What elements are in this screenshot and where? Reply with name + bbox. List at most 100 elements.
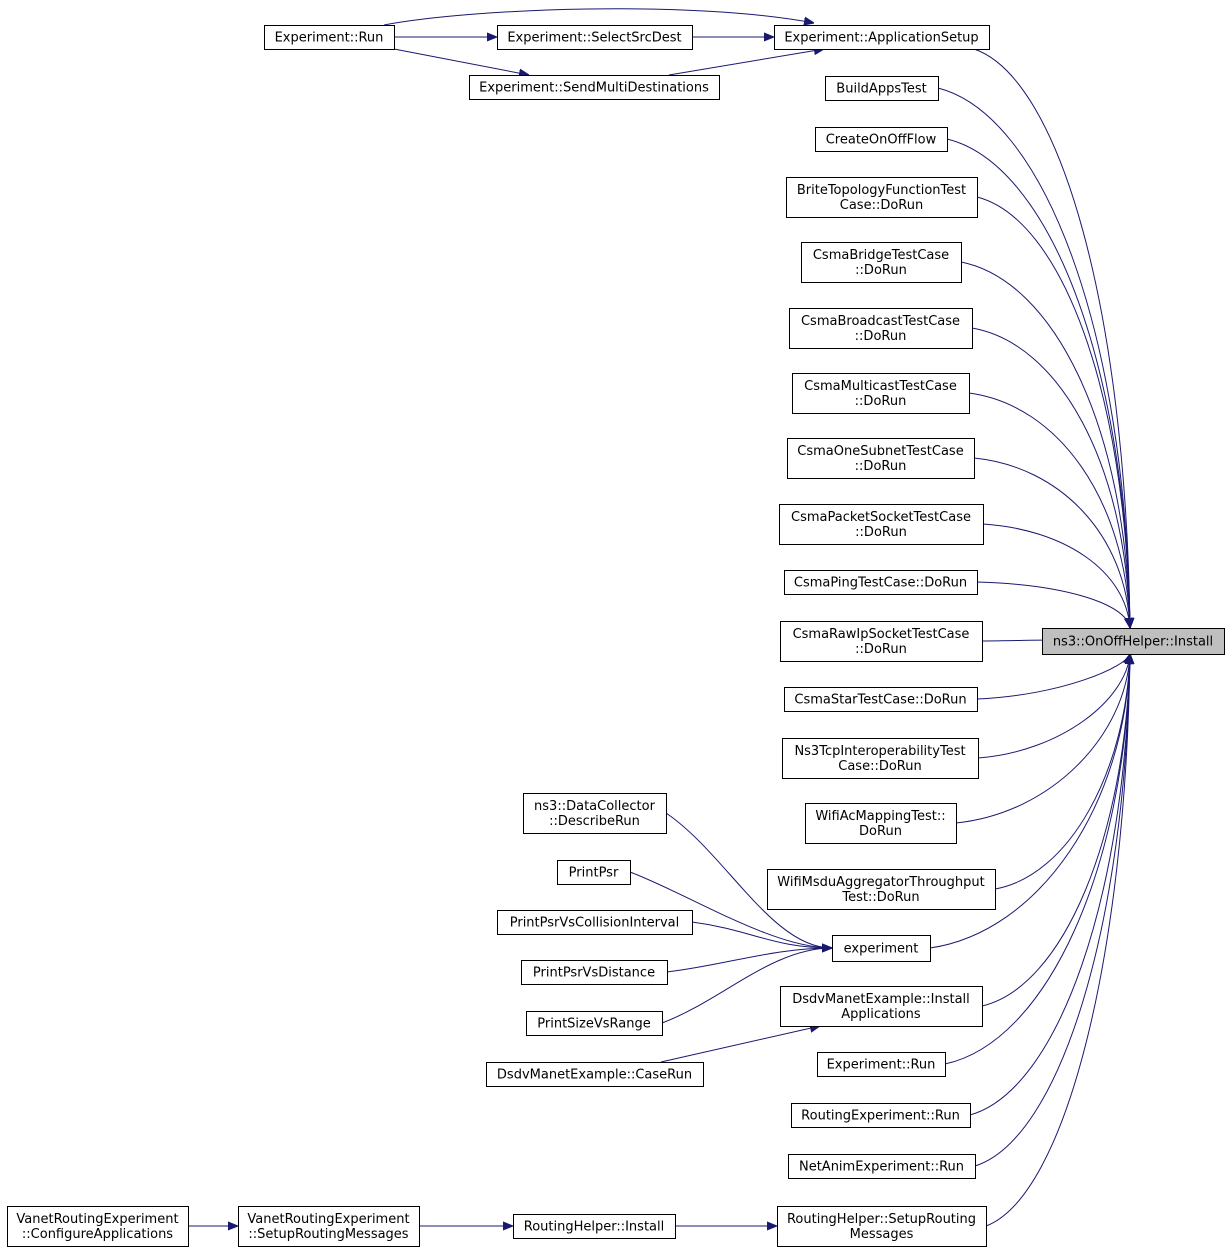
- node-label: Experiment::SelectSrcDest: [507, 31, 681, 46]
- node-data-collector[interactable]: ns3::DataCollector::DescribeRun: [523, 793, 667, 834]
- node-label: CsmaMulticastTestCase: [804, 379, 957, 394]
- node-box: [486, 1062, 704, 1087]
- node-label: Case::DoRun: [838, 759, 921, 774]
- node-box: [789, 308, 973, 349]
- edge-routing_exp_run-to-install: [969, 654, 1130, 1116]
- node-label: CsmaPacketSocketTestCase: [791, 510, 971, 525]
- edge-netanim_run-to-install: [974, 654, 1130, 1167]
- edge-print_psr_collision-to-experiment: [691, 921, 832, 948]
- node-csma-multicast[interactable]: CsmaMulticastTestCase::DoRun: [792, 373, 970, 414]
- node-print-psr[interactable]: PrintPsr: [557, 860, 631, 885]
- node-build-apps-test[interactable]: BuildAppsTest: [825, 76, 939, 101]
- node-netanim-run[interactable]: NetAnimExperiment::Run: [788, 1154, 976, 1179]
- node-label: BriteTopologyFunctionTest: [797, 183, 966, 198]
- edge-print_psr-to-experiment: [629, 871, 832, 948]
- edge-data_collector-to-experiment: [665, 812, 832, 948]
- edge-print_psr_distance-to-experiment: [666, 948, 832, 973]
- node-dsdv-case-run[interactable]: DsdvManetExample::CaseRun: [486, 1062, 704, 1087]
- node-print-size-range[interactable]: PrintSizeVsRange: [526, 1011, 663, 1036]
- node-box: [801, 242, 962, 283]
- node-label: ::DoRun: [855, 459, 907, 474]
- node-csma-star[interactable]: CsmaStarTestCase::DoRun: [784, 687, 978, 712]
- node-wifi-ac[interactable]: WifiAcMappingTest::DoRun: [805, 803, 957, 844]
- node-csma-packet-socket[interactable]: CsmaPacketSocketTestCase::DoRun: [779, 504, 984, 545]
- node-label: Messages: [850, 1227, 914, 1242]
- node-csma-broadcast[interactable]: CsmaBroadcastTestCase::DoRun: [789, 308, 973, 349]
- node-box: [805, 803, 957, 844]
- node-csma-bridge[interactable]: CsmaBridgeTestCase::DoRun: [801, 242, 962, 283]
- node-box: [788, 1154, 976, 1179]
- node-print-psr-collision[interactable]: PrintPsrVsCollisionInterval: [497, 910, 693, 935]
- node-send-multi[interactable]: Experiment::SendMultiDestinations: [469, 75, 720, 100]
- node-label: DsdvManetExample::CaseRun: [497, 1068, 692, 1083]
- node-box: [238, 1206, 420, 1247]
- node-experiment[interactable]: experiment: [832, 935, 931, 962]
- edge-wifi_ac-to-install: [955, 654, 1130, 824]
- node-csma-one-subnet[interactable]: CsmaOneSubnetTestCase::DoRun: [787, 438, 975, 479]
- node-label: VanetRoutingExperiment: [16, 1212, 178, 1227]
- node-box: [787, 438, 975, 479]
- node-box: [557, 860, 631, 885]
- node-vanet-setup-msgs[interactable]: VanetRoutingExperiment::SetupRoutingMess…: [238, 1206, 420, 1247]
- node-label: Test::DoRun: [841, 890, 919, 905]
- node-label: Experiment::SendMultiDestinations: [479, 81, 709, 96]
- node-routing-helper-install[interactable]: RoutingHelper::Install: [513, 1214, 676, 1239]
- node-label: PrintPsrVsDistance: [533, 966, 655, 981]
- edge-routing_setup_msgs-to-install: [985, 654, 1130, 1227]
- node-box: [784, 570, 978, 595]
- node-label: Case::DoRun: [840, 198, 923, 213]
- node-label: DsdvManetExample::Install: [792, 992, 970, 1007]
- edge-wifi_msdu-to-install: [994, 654, 1130, 890]
- edge-experiment-to-install: [929, 654, 1130, 949]
- node-box: [1042, 628, 1225, 655]
- edge-dsdv_install_apps-to-install: [981, 654, 1130, 1007]
- node-box: [780, 621, 983, 662]
- node-label: ::DescribeRun: [549, 814, 640, 829]
- node-label: Experiment::Run: [275, 31, 384, 46]
- node-label: PrintSizeVsRange: [537, 1017, 650, 1032]
- node-label: Experiment::ApplicationSetup: [784, 31, 978, 46]
- node-box: [815, 127, 948, 152]
- node-exp-run-a[interactable]: Experiment::Run: [264, 25, 395, 50]
- node-label: CreateOnOffFlow: [826, 133, 937, 148]
- node-routing-exp-run[interactable]: RoutingExperiment::Run: [791, 1103, 971, 1128]
- node-box: [264, 25, 395, 50]
- node-label: ns3::OnOffHelper::Install: [1053, 635, 1213, 650]
- node-box: [526, 1011, 663, 1036]
- node-label: RoutingHelper::Install: [524, 1220, 665, 1235]
- node-create-onoff[interactable]: CreateOnOffFlow: [815, 127, 948, 152]
- node-label: CsmaBridgeTestCase: [813, 248, 949, 263]
- node-label: WifiAcMappingTest::: [815, 809, 945, 824]
- node-app-setup[interactable]: Experiment::ApplicationSetup: [774, 25, 990, 50]
- node-box: [832, 935, 931, 962]
- node-label: DoRun: [859, 824, 902, 839]
- node-box: [767, 869, 996, 910]
- node-box: [825, 76, 939, 101]
- node-label: RoutingHelper::SetupRouting: [787, 1212, 976, 1227]
- node-csma-ping[interactable]: CsmaPingTestCase::DoRun: [784, 570, 978, 595]
- edge-exp_run_a-to-app_setup: [383, 8, 814, 25]
- node-exp-run-b[interactable]: Experiment::Run: [817, 1052, 946, 1077]
- node-box: [497, 910, 693, 935]
- edge-csma_star-to-install: [976, 654, 1130, 700]
- node-label: PrintPsr: [569, 866, 619, 881]
- node-box: [513, 1214, 676, 1239]
- node-install[interactable]: ns3::OnOffHelper::Install: [1042, 628, 1225, 655]
- node-routing-setup-msgs[interactable]: RoutingHelper::SetupRoutingMessages: [777, 1206, 987, 1247]
- node-label: RoutingExperiment::Run: [801, 1109, 960, 1124]
- node-layer: ns3::OnOffHelper::Install Experiment::App…: [7, 25, 1225, 1247]
- node-print-psr-distance[interactable]: PrintPsrVsDistance: [521, 960, 668, 985]
- node-box: [779, 504, 984, 545]
- node-label: NetAnimExperiment::Run: [799, 1160, 964, 1175]
- node-select-src-dest[interactable]: Experiment::SelectSrcDest: [497, 25, 693, 50]
- edge-ns3_tcp-to-install: [977, 654, 1130, 759]
- node-vanet-config-apps[interactable]: VanetRoutingExperiment::ConfigureApplica…: [7, 1206, 189, 1247]
- node-csma-raw-ip[interactable]: CsmaRawIpSocketTestCase::DoRun: [780, 621, 983, 662]
- edge-csma_bridge-to-install: [960, 261, 1130, 628]
- node-box: [469, 75, 720, 100]
